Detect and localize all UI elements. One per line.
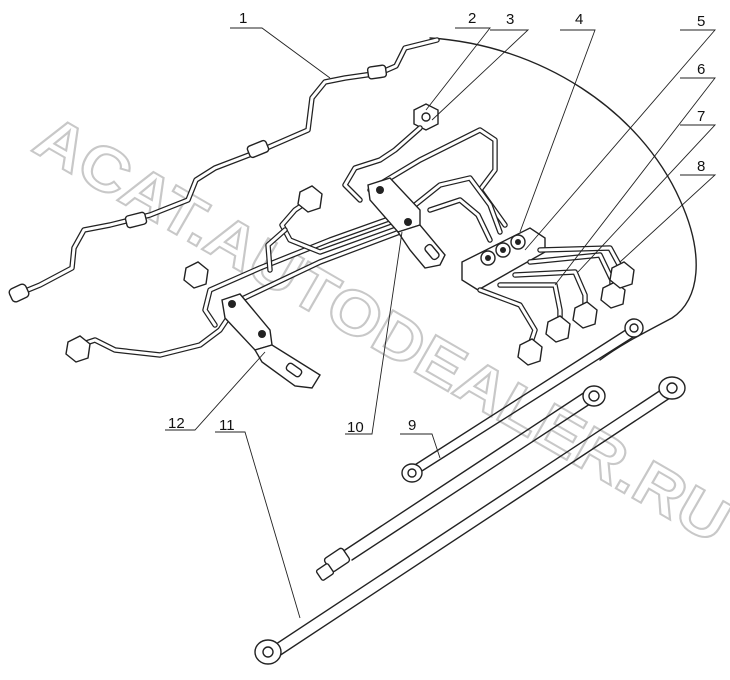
callout-1: 1 <box>239 10 247 27</box>
part-12-bracket <box>221 293 321 389</box>
watermark: ACAT.AUTODEALER.RU <box>23 102 730 557</box>
injector-pipes <box>477 245 635 366</box>
callout-7: 7 <box>697 108 705 125</box>
enclosure-curve <box>429 37 697 361</box>
callout-labels: 1 2 3 4 5 6 7 8 9 10 11 12 <box>168 10 705 436</box>
callout-8: 8 <box>697 158 705 175</box>
part-9-rod <box>401 318 644 483</box>
callout-3: 3 <box>506 11 514 28</box>
leader-lines <box>165 27 717 619</box>
part-2-3-nut <box>342 103 439 203</box>
callout-2: 2 <box>468 10 476 27</box>
part-10-bracket <box>367 177 446 269</box>
callout-6: 6 <box>697 61 705 78</box>
callout-12: 12 <box>168 415 185 432</box>
callout-9: 9 <box>408 417 416 434</box>
part-1-pipe <box>8 37 440 303</box>
part-11-rods <box>254 376 686 665</box>
callout-10: 10 <box>347 419 364 436</box>
left-rail-pipes <box>65 185 408 363</box>
callout-4: 4 <box>575 11 583 28</box>
part-4-5-distributor <box>461 227 546 291</box>
return-pipes <box>367 127 508 243</box>
callout-11: 11 <box>219 417 235 434</box>
callout-5: 5 <box>697 13 705 30</box>
